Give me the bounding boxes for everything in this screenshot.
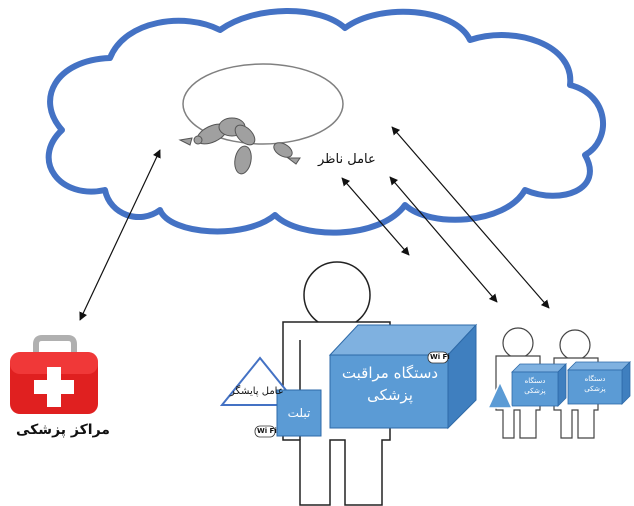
first-aid-kit-icon xyxy=(10,335,98,414)
care-device-box xyxy=(328,323,478,430)
wifi-icon-tablet xyxy=(254,425,276,438)
robot-legs-icon xyxy=(178,117,301,175)
medical-centers-label: مراکز پزشکی xyxy=(16,422,110,438)
small-device-label-1: دستگاه پزشکی xyxy=(524,377,546,395)
small-tracking-triangle xyxy=(486,380,514,409)
tracking-agent-label: عامل پایشگر xyxy=(230,386,284,397)
wifi-label: Wi Fi xyxy=(430,353,450,361)
small-device-box-2 xyxy=(567,361,631,405)
arrow-monitor-device2 xyxy=(391,126,550,309)
tablet-label: تبلت xyxy=(287,406,311,420)
tablet-box xyxy=(276,389,322,437)
arrow-kit-cloud xyxy=(79,149,161,321)
small-device-label-2: دستگاه پزشکی xyxy=(584,375,606,393)
small-device-box-1 xyxy=(511,363,567,407)
arrows xyxy=(79,126,550,321)
wifi-label-tablet: Wi Fi xyxy=(257,427,277,435)
wifi-icon xyxy=(427,351,449,364)
care-device-label: دستگاه مراقبت پزشکی xyxy=(341,364,439,404)
monitor-agent-label: عامل ناظر xyxy=(318,152,376,167)
